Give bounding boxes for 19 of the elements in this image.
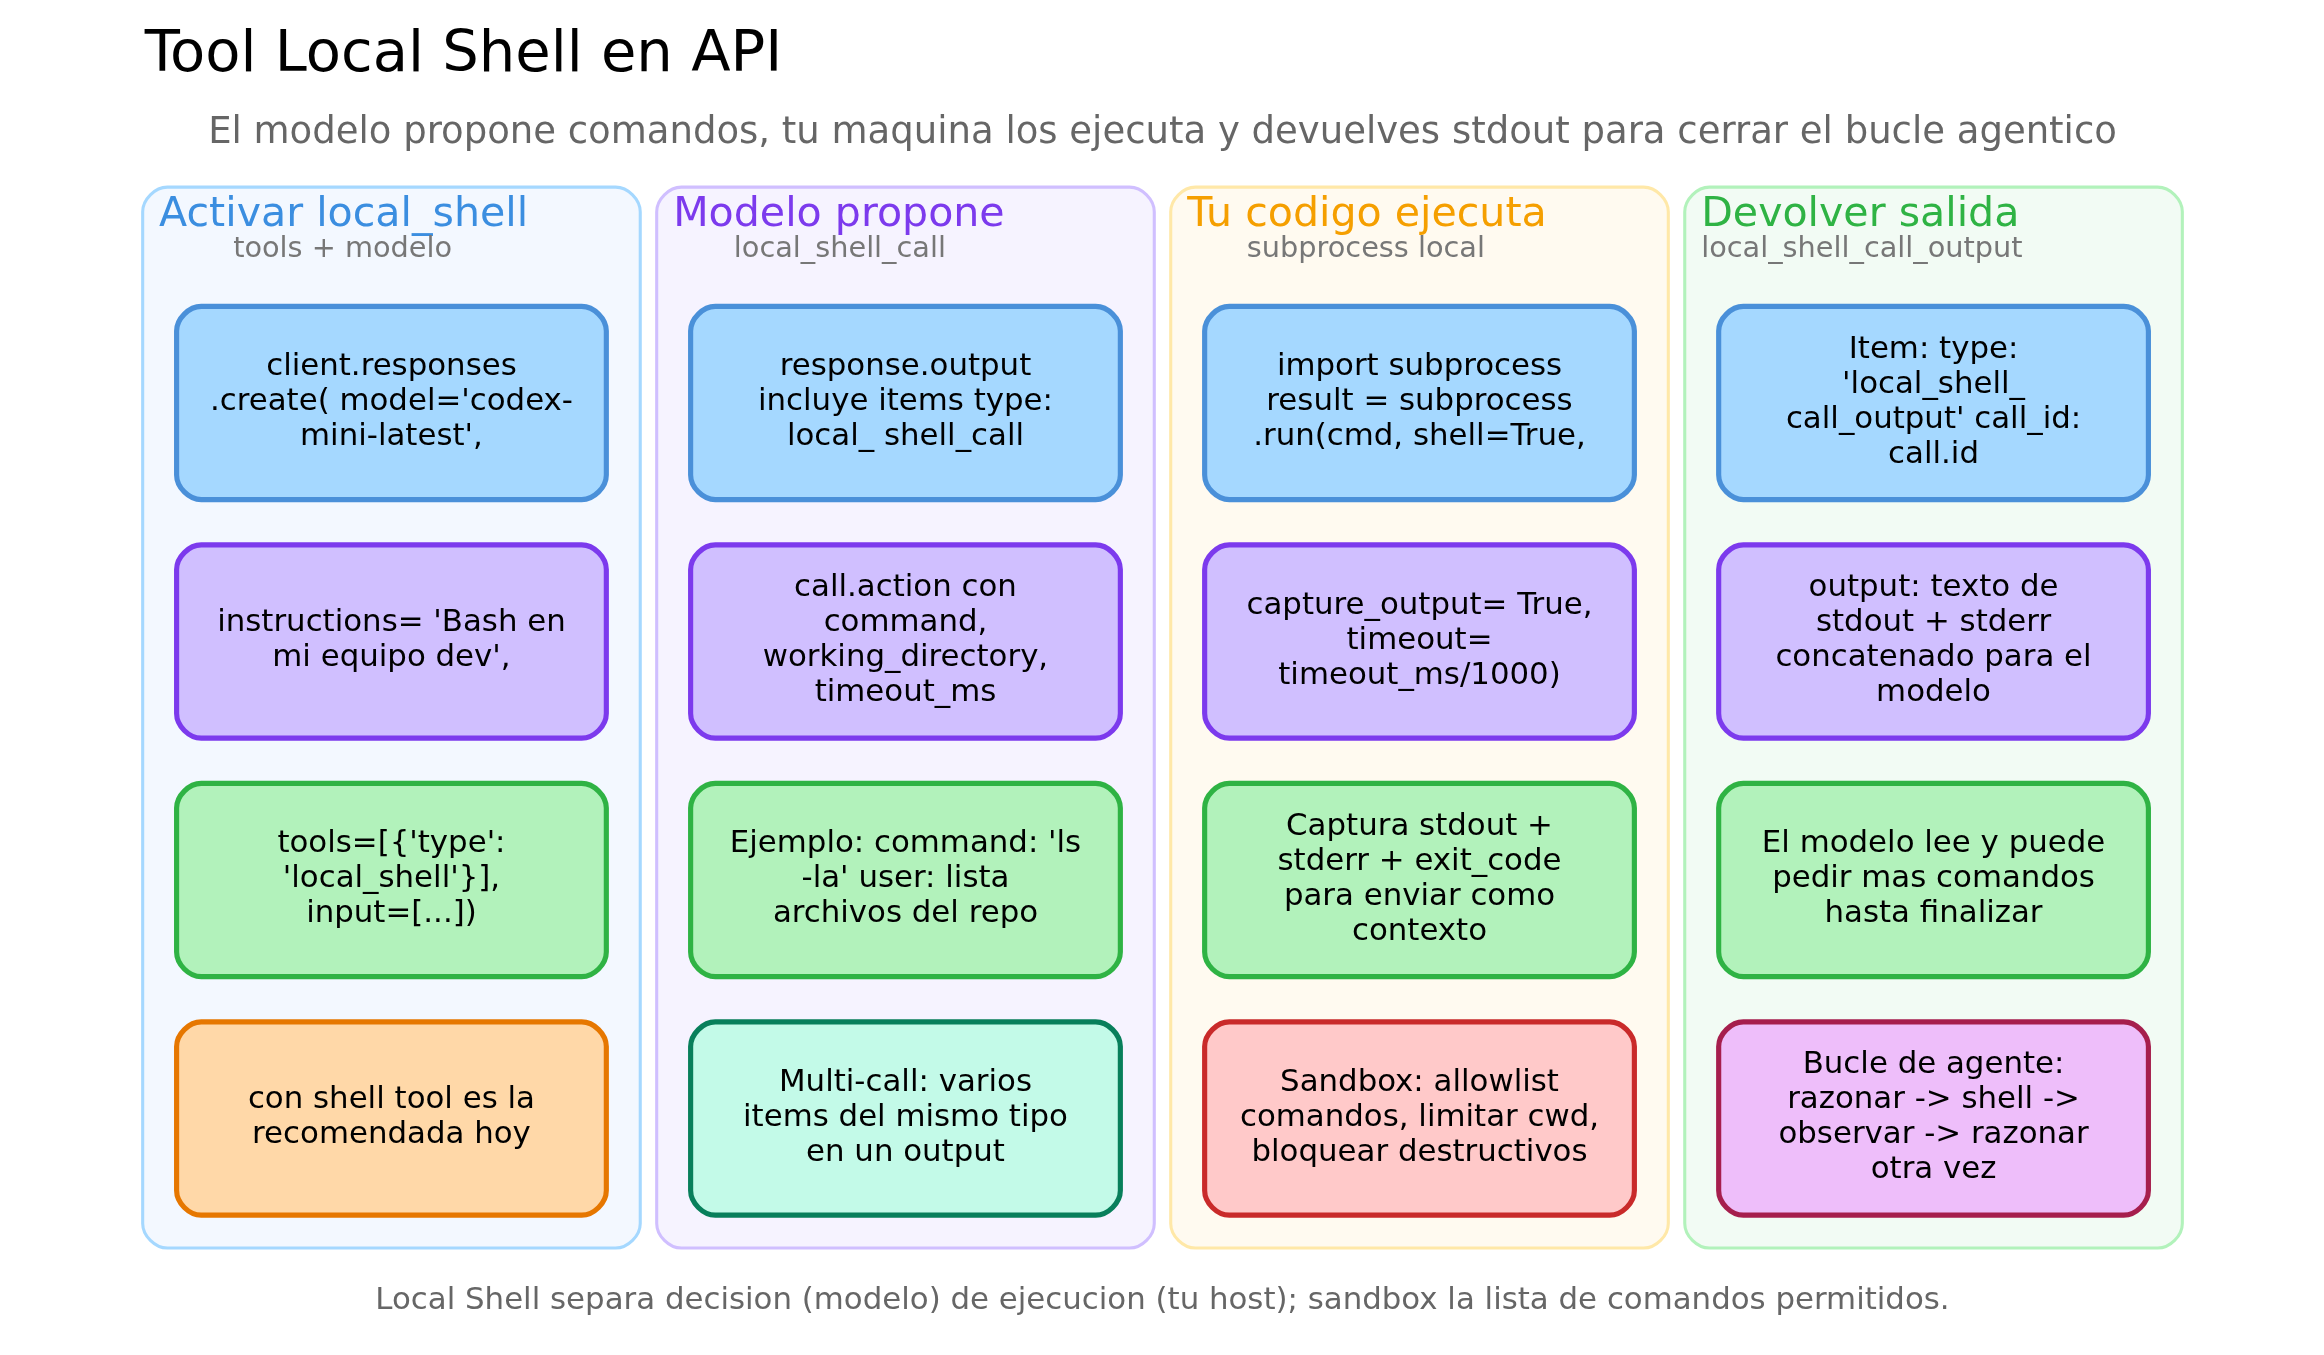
node-box: instructions= 'Bash en mi equipo dev', (173, 542, 609, 741)
node-box: con shell tool es la recomendada hoy (173, 1019, 609, 1218)
node-box: client.responses .create( model='codex- mini-latest', (173, 303, 609, 503)
node-box: response.output incluye items type: local_ shell_call (687, 303, 1123, 503)
node-box: capture_output= True, timeout= timeout_ms/1000) (1201, 542, 1637, 741)
node-box: El modelo lee y puede pedir mas comandos hasta finalizar (1715, 780, 2151, 980)
caption: Local Shell separa decision (modelo) de ejecucion (tu host); sandbox la lista de comandos permitidos. (374, 1279, 1950, 1316)
node-box: Multi-call: varios items del mismo tipo en un output (687, 1019, 1123, 1218)
node-box: output: texto de stdout + stderr concatenado para el modelo (1715, 542, 2151, 741)
node-box: Ejemplo: command: 'ls -la' user: lista archivos del repo (687, 780, 1123, 980)
diagram-title: Tool Local Shell en API (144, 17, 782, 85)
node-box: Captura stdout + stderr + exit_code para enviar como contexto (1201, 780, 1637, 980)
node-box: tools=[{'type': 'local_shell'}], input=[...]) (173, 780, 609, 980)
node-box: Sandbox: allowlist comandos, limitar cwd, bloquear destructivos (1201, 1019, 1637, 1218)
node-box: Item: type: 'local_shell_ call_output' call_id: call.id (1715, 303, 2151, 503)
node-box: call.action con command, working_directory, timeout_ms (687, 542, 1123, 741)
label: El modelo propone comandos, tu maquina los ejecuta y devuelves stdout para cerrar el bucle agentico (207, 108, 2117, 152)
node-box: import subprocess result = subprocess .run(cmd, shell=True, (1201, 303, 1637, 503)
node-box: Bucle de agente: razonar -> shell -> observar -> razonar otra vez (1715, 1019, 2151, 1218)
